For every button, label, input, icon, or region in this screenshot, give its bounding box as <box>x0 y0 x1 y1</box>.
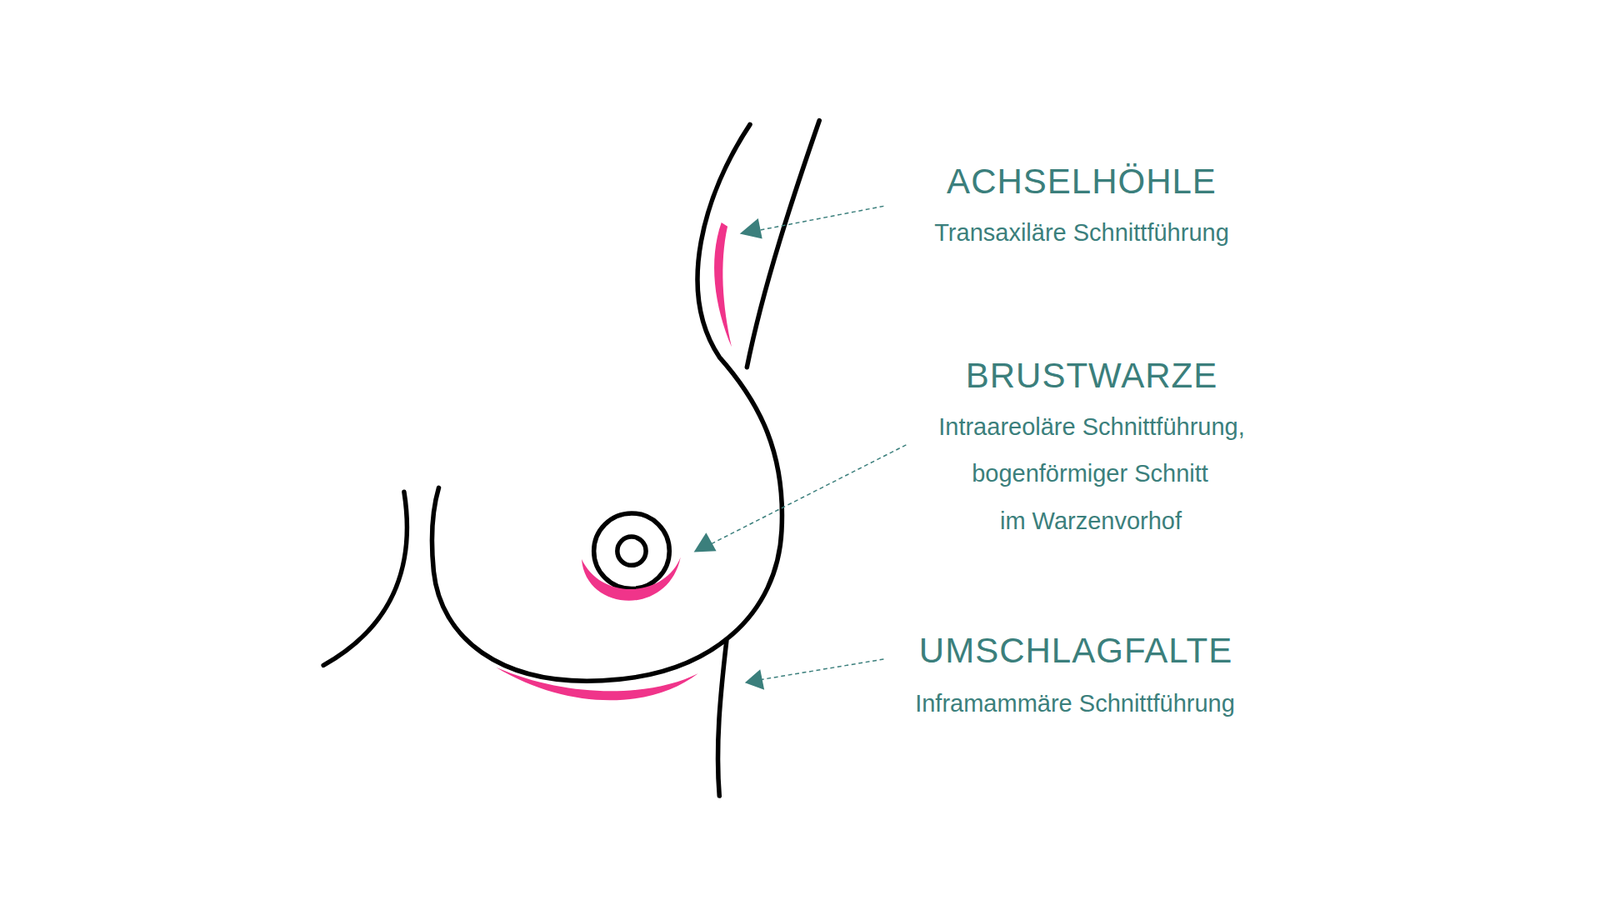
nipple <box>617 536 646 565</box>
section-heading: BRUSTWARZE <box>965 355 1218 396</box>
inframammary-incision <box>495 667 698 700</box>
incision-description: im Warzenvorhof <box>1000 507 1182 535</box>
leader-line <box>710 445 906 545</box>
arm-line <box>746 120 820 367</box>
axillary-incision <box>714 222 732 347</box>
section-heading: UMSCHLAGFALTE <box>919 630 1233 671</box>
torso-side-line <box>718 640 727 796</box>
leader-line <box>760 659 884 680</box>
incision-description: Intraareoläre Schnittführung, <box>938 413 1245 441</box>
breast-outline <box>431 124 782 681</box>
incision-description: bogenförmiger Schnitt <box>971 460 1209 488</box>
section-heading: ACHSELHÖHLE <box>946 161 1217 202</box>
incision-description: Inframammäre Schnittführung <box>915 690 1235 718</box>
leader-line <box>757 205 885 230</box>
arrowhead <box>745 669 765 690</box>
periareolar-incision <box>581 557 681 601</box>
incision-description: Transaxiläre Schnittführung <box>934 219 1230 247</box>
other-breast-line <box>323 491 407 665</box>
arrowhead <box>740 218 763 239</box>
arrowhead <box>694 532 717 552</box>
areola <box>594 513 670 590</box>
